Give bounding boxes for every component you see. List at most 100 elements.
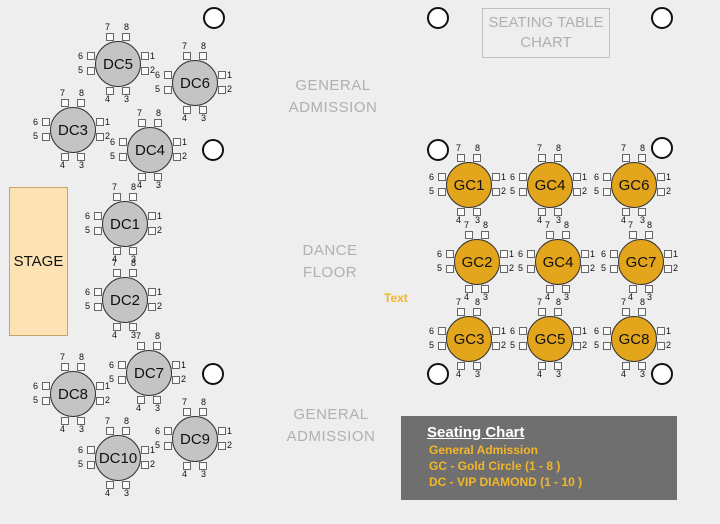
seat — [164, 442, 172, 450]
table-gc4[interactable]: GC4 — [535, 239, 581, 285]
seat — [172, 376, 180, 384]
seat — [492, 342, 500, 350]
seat — [538, 308, 546, 316]
table-gc1[interactable]: GC1 — [446, 162, 492, 208]
seat — [96, 382, 104, 390]
seat-number: 5 — [601, 263, 607, 273]
seat — [154, 173, 162, 181]
table-gc4[interactable]: GC4 — [527, 162, 573, 208]
zone-general-admission-top: GENERAL ADMISSION — [278, 75, 388, 119]
seat — [61, 417, 69, 425]
seat-number: 2 — [590, 263, 596, 273]
seat-number: 6 — [594, 172, 600, 182]
table-gc6[interactable]: GC6 — [611, 162, 657, 208]
seat-number: 2 — [157, 225, 163, 235]
seat-number: 7 — [105, 22, 111, 32]
table-dc4[interactable]: DC4 — [127, 127, 173, 173]
seat — [562, 285, 570, 293]
seat — [465, 285, 473, 293]
seat-number: 7 — [60, 352, 66, 362]
table-dc5[interactable]: DC5 — [95, 41, 141, 87]
seat — [603, 173, 611, 181]
seat — [137, 396, 145, 404]
seat — [119, 153, 127, 161]
table-dc9[interactable]: DC9 — [172, 416, 218, 462]
seat — [629, 285, 637, 293]
zone-dance-floor: DANCE FLOOR — [290, 240, 370, 284]
seat — [657, 342, 665, 350]
seat-number: 3 — [201, 113, 207, 123]
seat — [106, 481, 114, 489]
seat-number: 2 — [673, 263, 679, 273]
seat — [500, 265, 508, 273]
seat — [42, 118, 50, 126]
seat — [183, 52, 191, 60]
seat — [113, 247, 121, 255]
seat-number: 4 — [137, 180, 143, 190]
seat-number: 7 — [537, 143, 543, 153]
seat — [141, 446, 149, 454]
seat — [500, 250, 508, 258]
seat-number: 1 — [509, 249, 515, 259]
seat-number: 8 — [131, 258, 137, 268]
table-dc2[interactable]: DC2 — [102, 277, 148, 323]
seat — [122, 87, 130, 95]
seat-number: 3 — [647, 292, 653, 302]
seat-number: 1 — [157, 211, 163, 221]
zone-dance-line-2: FLOOR — [302, 264, 358, 281]
seat-number: 1 — [157, 287, 163, 297]
seat-number: 8 — [556, 143, 562, 153]
table-dc7[interactable]: DC7 — [126, 350, 172, 396]
seat — [106, 33, 114, 41]
seat — [137, 342, 145, 350]
seat-number: 6 — [110, 137, 116, 147]
seat-number: 6 — [78, 445, 84, 455]
seat-number: 6 — [429, 172, 435, 182]
seat-number: 1 — [227, 70, 233, 80]
seat-number: 5 — [429, 340, 435, 350]
stage: STAGE — [9, 187, 68, 336]
seat-number: 4 — [136, 403, 142, 413]
seat-number: 8 — [156, 108, 162, 118]
chart-title-line-2: CHART — [520, 34, 572, 51]
seat-number: 8 — [556, 297, 562, 307]
table-dc8[interactable]: DC8 — [50, 371, 96, 417]
table-dc3[interactable]: DC3 — [50, 107, 96, 153]
seat-number: 6 — [33, 117, 39, 127]
seat-number: 4 — [112, 330, 118, 340]
seat-number: 8 — [201, 41, 207, 51]
seat-number: 3 — [475, 215, 481, 225]
seat — [538, 208, 546, 216]
table-dc6[interactable]: DC6 — [172, 60, 218, 106]
seat — [473, 208, 481, 216]
table-dc1[interactable]: DC1 — [102, 201, 148, 247]
marker-circle — [202, 139, 224, 161]
seat — [218, 86, 226, 94]
table-gc8[interactable]: GC8 — [611, 316, 657, 362]
seat-number: 3 — [155, 403, 161, 413]
table-gc7[interactable]: GC7 — [618, 239, 664, 285]
seat-number: 2 — [509, 263, 515, 273]
seat-number: 8 — [640, 143, 646, 153]
table-gc5[interactable]: GC5 — [527, 316, 573, 362]
seat-number: 1 — [501, 172, 507, 182]
seat — [113, 269, 121, 277]
table-gc2[interactable]: GC2 — [454, 239, 500, 285]
seat-number: 4 — [456, 215, 462, 225]
seat — [554, 208, 562, 216]
table-dc10[interactable]: DC10 — [95, 435, 141, 481]
seat-number: 3 — [124, 488, 130, 498]
seat — [573, 173, 581, 181]
seat-number: 3 — [131, 254, 137, 264]
seat — [538, 362, 546, 370]
seat-number: 7 — [105, 416, 111, 426]
seat-number: 8 — [475, 297, 481, 307]
seat — [554, 362, 562, 370]
seat-number: 8 — [475, 143, 481, 153]
seat — [457, 154, 465, 162]
seat — [61, 153, 69, 161]
seat-number: 6 — [109, 360, 115, 370]
seat-number: 6 — [78, 51, 84, 61]
table-gc3[interactable]: GC3 — [446, 316, 492, 362]
seat-number: 6 — [510, 172, 516, 182]
